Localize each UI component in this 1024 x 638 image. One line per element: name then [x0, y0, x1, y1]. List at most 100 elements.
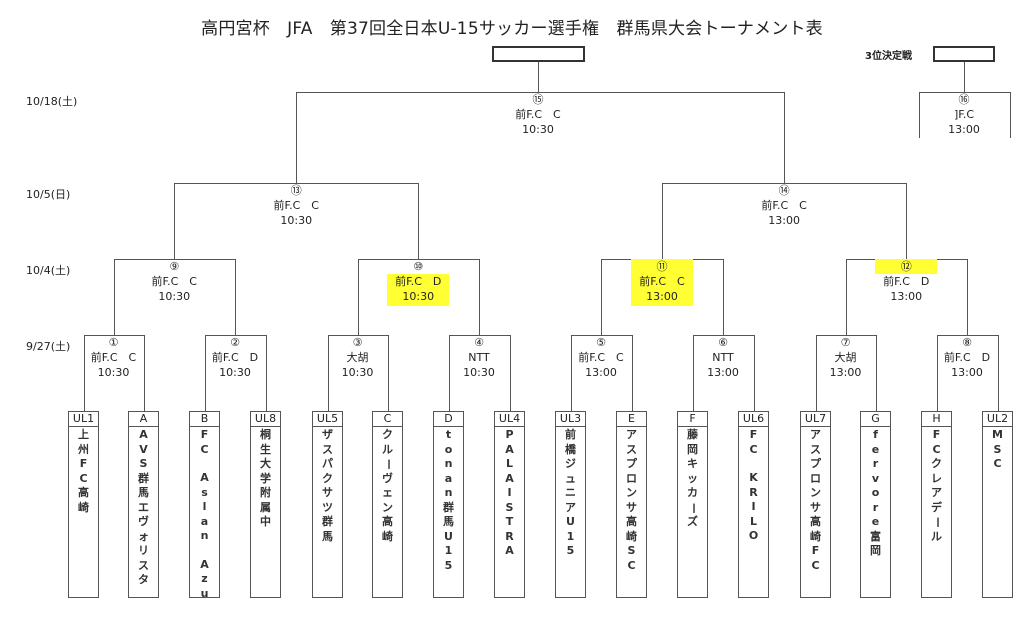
match-number: ① — [108, 336, 119, 349]
match-number: ④ — [474, 336, 484, 349]
match-time: 13:00 — [948, 123, 980, 136]
match-time: 13:00 — [646, 290, 678, 303]
match-venue: 前F.C C — [578, 351, 624, 364]
match-number: ⑯ — [958, 93, 970, 106]
match-venue: NTT — [468, 351, 490, 364]
team-name: 藤岡キッカーズ — [686, 428, 700, 528]
match-time: 13:00 — [829, 366, 862, 379]
bracket-line-match-4 — [448, 335, 510, 336]
match-1: ① 前F.C C 10:30 — [64, 335, 164, 380]
match-9: ⑨ 前F.C C 10:30 — [124, 259, 224, 304]
bracket-line-match-12-left — [845, 259, 847, 335]
team-seed: H — [922, 412, 951, 427]
match-number: ⑧ — [962, 336, 972, 349]
match-time: 10:30 — [402, 290, 435, 303]
team-seed: UL6 — [739, 412, 768, 427]
round-date-final: 10/18(土) — [26, 95, 78, 108]
match-time: 13:00 — [585, 366, 617, 379]
match-venue: 前F.C C — [273, 199, 319, 212]
bracket-line-match-8-right — [997, 335, 999, 411]
team-seed: UL2 — [983, 412, 1012, 427]
bracket-line-match-15-left — [296, 92, 298, 183]
match-number: ⑮ — [532, 93, 544, 106]
team-seed: B — [190, 412, 219, 427]
bracket-line-match-4-right — [509, 335, 511, 411]
match-time: 10:30 — [219, 366, 251, 379]
match-venue: ]F.C — [953, 108, 975, 121]
bracket-line-match-3-left — [327, 335, 329, 411]
match-time: 10:30 — [158, 290, 191, 303]
bracket-line-match-6-left — [692, 335, 694, 411]
third-place-label: 3位決定戦 — [865, 51, 912, 62]
bracket-line-match-3 — [327, 335, 388, 336]
bracket-line-match-13-right — [418, 183, 420, 259]
team-seed: D — [434, 412, 463, 427]
match-number: ⑭ — [778, 184, 790, 197]
bracket-line-match-13-left — [174, 183, 176, 259]
bracket-line-match-9-right — [235, 259, 236, 335]
bracket-line-match-11-right — [723, 259, 724, 335]
bracket-line-champion — [538, 62, 539, 92]
bracket-line-match-10-right — [479, 259, 480, 335]
bracket-line-match-16-right — [1010, 92, 1011, 138]
match-number: ③ — [352, 336, 363, 349]
round-date-quarterfinal: 10/4(土) — [26, 264, 71, 277]
match-venue: 前F.C C — [151, 275, 197, 288]
bracket-line-match-6-right — [753, 335, 755, 411]
team-seed: E — [617, 412, 646, 427]
match-number: ⑤ — [596, 336, 606, 349]
bracket-line-match-6 — [692, 335, 754, 336]
team-name: ザスパクサツ群馬 — [322, 428, 333, 543]
bracket-line-match-2-left — [204, 335, 206, 411]
team-name: クルーヴェン高崎 — [381, 428, 395, 543]
bracket-line-third-place-winner — [964, 62, 965, 92]
highlight-match-11 — [631, 259, 693, 306]
team-seed: UL5 — [313, 412, 342, 427]
team-seed: A — [129, 412, 158, 427]
bracket-line-match-11-left — [601, 259, 602, 335]
match-venue: 前F.C D — [943, 351, 991, 364]
team-seed: UL3 — [556, 412, 585, 427]
round-date-first-round: 9/27(土) — [26, 340, 71, 353]
team-seed: UL4 — [495, 412, 524, 427]
match-venue: 前F.C C — [761, 199, 807, 212]
bracket-line-match-9 — [113, 259, 235, 260]
match-number: ⑨ — [169, 260, 180, 273]
match-16: ⑯ ]F.C 13:00 — [914, 92, 1014, 137]
bracket-line-match-8 — [936, 335, 998, 336]
bracket-line-match-13 — [174, 183, 419, 184]
match-time: 13:00 — [707, 366, 739, 379]
bracket-line-match-15 — [296, 92, 785, 93]
round-date-semifinal: 10/5(日) — [26, 188, 71, 201]
match-venue: 前F.C C — [90, 351, 137, 364]
match-number: ⑬ — [290, 184, 302, 197]
bracket-line-match-5-right — [631, 335, 633, 411]
match-time: 10:30 — [97, 366, 130, 379]
bracket-line-match-10 — [357, 259, 479, 260]
bracket-line-match-14-right — [906, 183, 908, 259]
